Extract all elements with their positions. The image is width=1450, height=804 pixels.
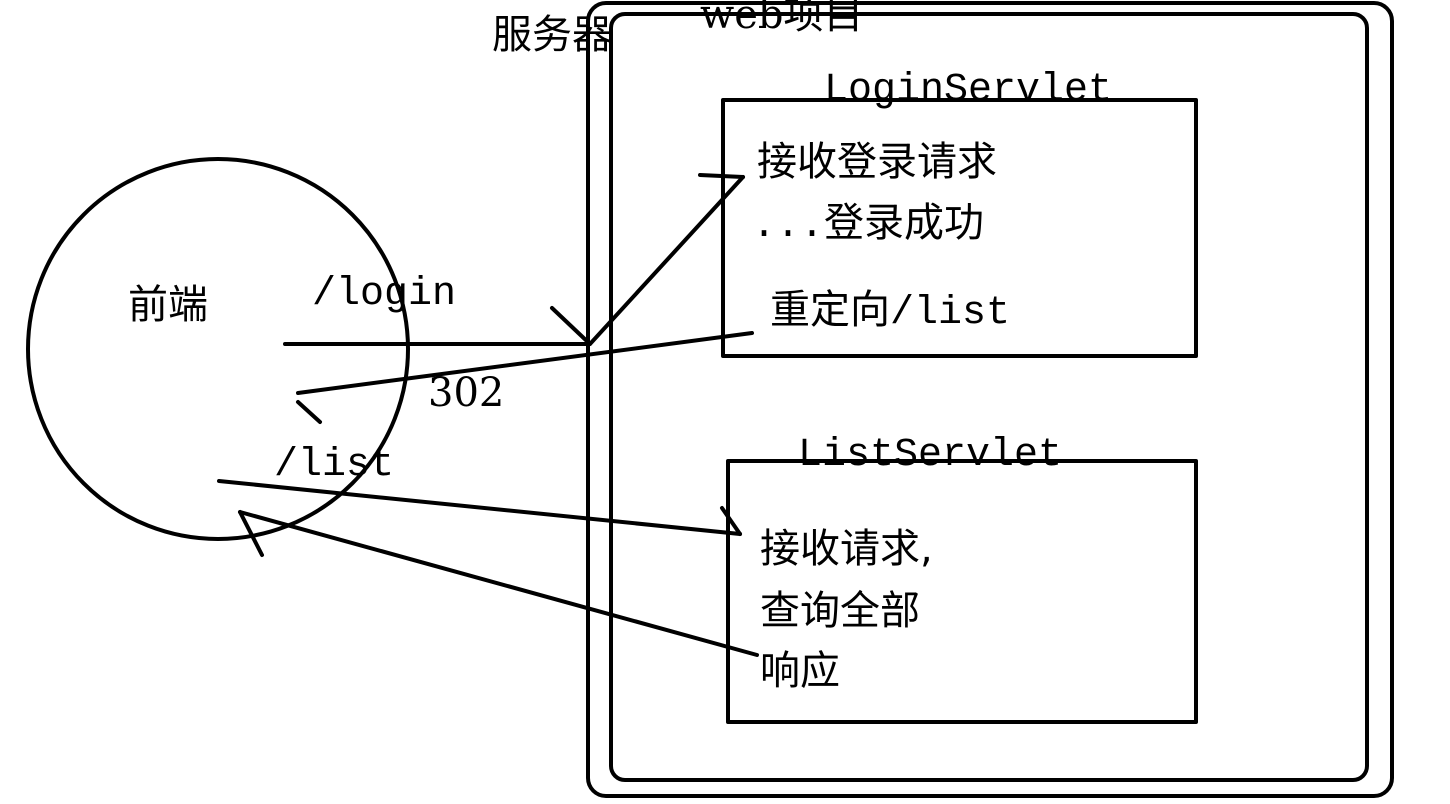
login-request-arrow [283,175,745,346]
redirect-arrow [296,331,754,395]
webapp-box [609,12,1369,782]
list-servlet-line-3: 响应 [760,648,840,694]
login-servlet-line-2: ...登录成功 [752,202,984,249]
response-arrowhead [238,510,264,557]
redirect-status-label: 302 [428,370,504,416]
webapp-label: web项目 [700,0,864,38]
response-arrow [238,510,759,657]
server-label: 服务器 [492,12,612,58]
login-servlet-box [721,98,1198,358]
server-box [586,1,1394,798]
login-request-label: /login [312,272,456,317]
list-request-label: /list [274,443,394,488]
list-servlet-title: ListServlet [798,433,1062,478]
login-request-arrowhead [698,173,745,179]
list-servlet-line-2: 查询全部 [760,588,920,634]
login-servlet-line-3: 重定向/list [770,288,1010,336]
frontend-label: 前端 [128,282,208,328]
redirect-arrowhead [296,400,322,424]
login-servlet-title: LoginServlet [824,68,1112,113]
list-request-arrow [217,479,742,536]
list-servlet-line-1: 接收请求, [760,526,933,572]
login-junction-tick [550,306,592,346]
login-servlet-line-1: 接收登录请求 [757,139,997,185]
frontend-circle [26,157,410,541]
list-request-arrowhead [720,506,742,536]
list-servlet-box [726,459,1198,724]
